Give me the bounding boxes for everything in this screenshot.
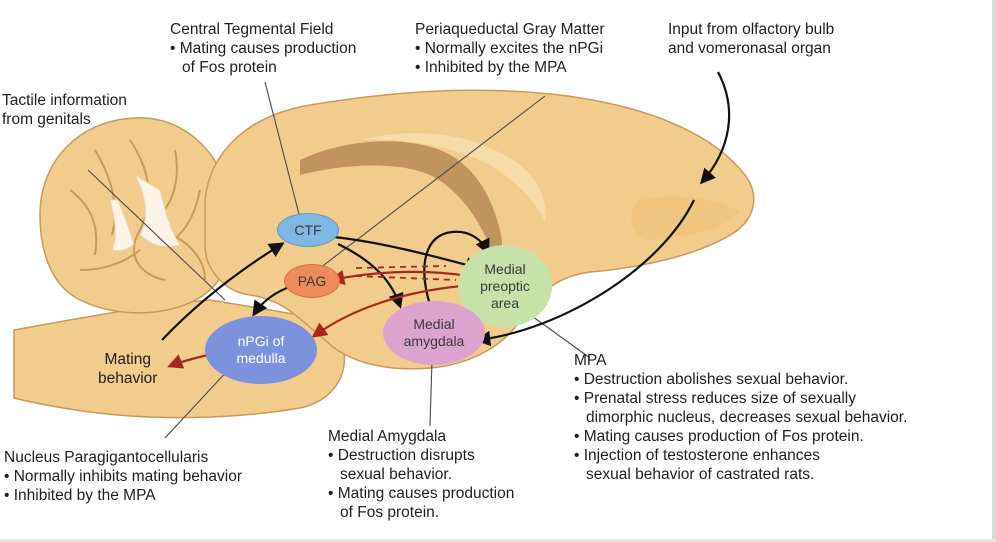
mpa-node-line: area [490,294,520,311]
mpa-annotation-bullet: dimorphic nucleus, decreases sexual beha… [586,409,908,426]
ctf-annotation-bullet: of Fos protein [182,59,277,76]
amygdala-node: Medial amygdala [383,301,485,365]
mpa-annotation-title: MPA [574,352,607,369]
olfactory-annotation-line: Input from olfactory bulb [668,21,835,38]
hippocampal-band [300,141,503,258]
npgi-node-line: medulla [236,350,286,366]
ctf-node-label: CTF [294,221,322,238]
tactile-annotation-line: from genitals [2,111,91,128]
arrow-mating-to-ctf [161,242,285,341]
amygdala-node-line: amygdala [403,333,465,349]
pag-annotation-title: Periaqueductal Gray Matter [415,21,605,38]
amygdala-annotation: Medial Amygdala • Destruction disrupts s… [328,427,514,522]
mating-behavior-line: behavior [98,370,158,387]
ctf-annotation-title: Central Tegmental Field [170,21,334,38]
npgi-annotation: Nucleus Paragigantocellularis • Normally… [4,448,242,505]
mpa-annotation-bullet: sexual behavior of castrated rats. [586,466,815,483]
pag-annotation-bullet: • Normally excites the nPGi [415,40,604,57]
amygdala-annotation-bullet: • Destruction disrupts [328,447,475,464]
amygdala-annotation-bullet: sexual behavior. [340,466,453,483]
npgi-node: nPGi of medulla [205,316,317,384]
cortex-highlight [360,133,546,222]
image-border-bottom [0,539,996,542]
amygdala-node-line: Medial [413,316,455,332]
npgi-annotation-bullet: • Inhibited by the MPA [4,487,156,504]
mpa-annotation-bullet: • Destruction abolishes sexual behavior. [574,371,849,388]
mpa-node-line: preoptic [480,277,530,294]
cerebellum-white-matter [109,173,181,252]
mating-behavior-label: Mating behavior [98,350,157,388]
pag-node: PAG [284,264,340,298]
ctf-annotation: Central Tegmental Field • Mating causes … [170,20,356,77]
olfactory-annotation-line: and vomeronasal organ [668,40,831,57]
ctf-annotation-bullet: • Mating causes production [170,40,357,57]
mpa-annotation-bullet: • Prenatal stress reduces size of sexual… [574,390,856,407]
mpa-annotation: MPA • Destruction abolishes sexual behav… [574,351,907,484]
olfactory-region [631,196,740,240]
tactile-annotation: Tactile information from genitals [2,91,127,129]
mpa-annotation-bullet: • Mating causes production of Fos protei… [574,428,864,445]
npgi-annotation-title: Nucleus Paragigantocellularis [4,449,209,466]
mpa-node-line: Medial [484,260,526,277]
npgi-annotation-bullet: • Normally inhibits mating behavior [4,468,243,485]
arrow-ctf-to-mpa [333,235,481,273]
arrow-olfactory-to-mpa [474,199,695,347]
pag-annotation-bullet: • Inhibited by the MPA [415,59,567,76]
pag-annotation: Periaqueductal Gray Matter • Normally ex… [415,20,605,77]
amygdala-annotation-bullet: of Fos protein. [340,504,440,521]
amygdala-annotation-title: Medial Amygdala [328,428,447,445]
pag-node-label: PAG [297,272,327,289]
arrow-mpa-to-pag [328,269,469,286]
amygdala-annotation-bullet: • Mating causes production [328,485,515,502]
ctf-node: CTF [277,213,339,247]
arrow-mpa-to-npgi [311,284,463,338]
mpa-annotation-bullet: • Injection of testosterone enhances [574,447,820,464]
arrow-olfactory-input [699,71,731,185]
image-border-right [992,0,996,542]
mating-behavior-line: Mating [104,351,151,368]
tactile-annotation-line: Tactile information [2,92,127,109]
arrow-amygdala-loop [423,230,490,306]
olfactory-annotation: Input from olfactory bulb and vomeronasa… [668,20,834,58]
npgi-node-line: nPGi of [237,333,285,349]
